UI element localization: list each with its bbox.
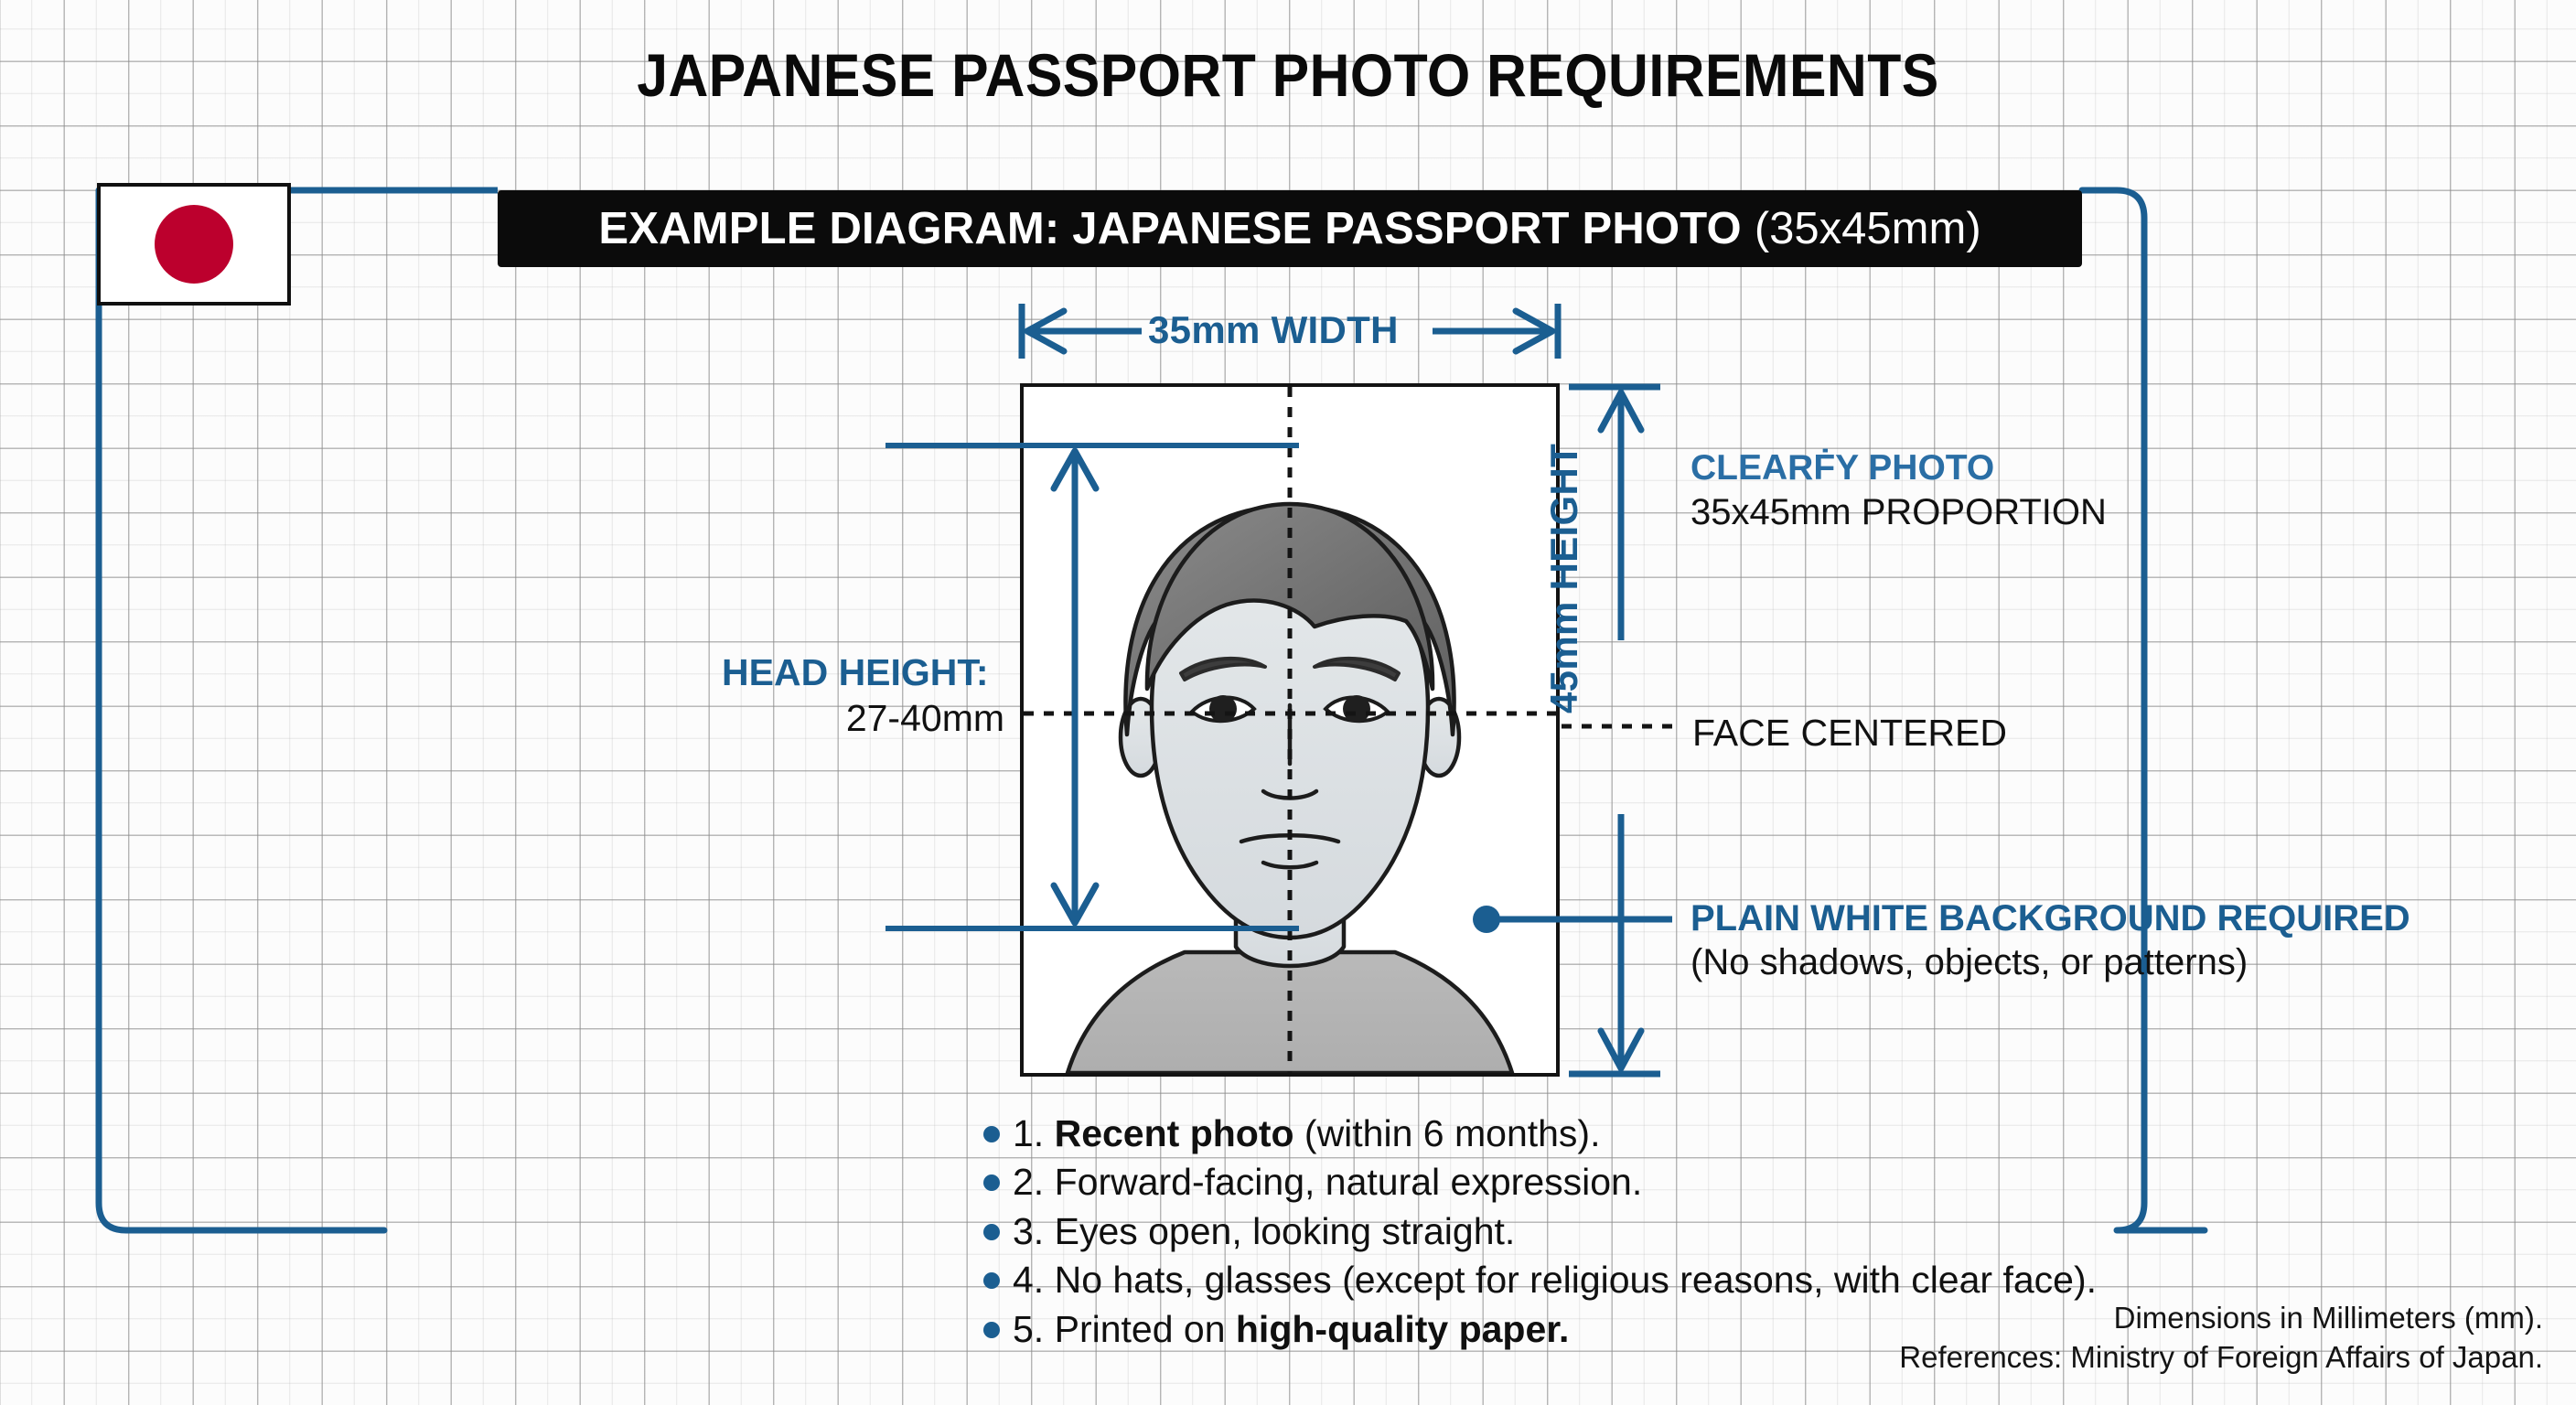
requirement-text: 5. Printed on high-quality paper. [1013,1307,1570,1350]
japan-flag-icon [97,183,291,306]
diagram-banner: EXAMPLE DIAGRAM: JAPANESE PASSPORT PHOTO… [498,190,2082,267]
requirement-text: 3. Eyes open, looking straight. [1013,1209,1516,1252]
background-note-label: (No shadows, objects, or patterns) [1690,942,2249,982]
background-required-label: PLAIN WHITE BACKGROUND REQUIRED [1690,898,2410,938]
requirements-list: 1. Recent photo (within 6 months). 2. For… [983,1111,2264,1356]
flag-red-disc [155,205,233,284]
requirement-item: 5. Printed on high-quality paper. [983,1307,2264,1351]
requirement-text: 4. No hats, glasses (except for religiou… [1013,1259,2097,1302]
bullet-dot-icon [983,1223,1000,1240]
bullet-dot-icon [983,1272,1000,1290]
banner-size: (35x45mm) [1754,204,1981,253]
bullet-dot-icon [983,1126,1000,1142]
requirement-text: 2. Forward-facing, natural expression. [1013,1161,1643,1204]
passport-photo-frame [1020,383,1560,1077]
footer-notes: Dimensions in Millimeters (mm). Referenc… [1899,1299,2543,1378]
requirement-text: 1. Recent photo (within 6 months). [1013,1112,1601,1154]
bullet-dot-icon [983,1321,1000,1338]
bullet-dot-icon [983,1174,1000,1192]
requirement-item: 2. Forward-facing, natural expression. [983,1160,2264,1204]
footer-line-dimensions: Dimensions in Millimeters (mm). [2113,1301,2543,1335]
requirement-item: 1. Recent photo (within 6 months). [983,1111,2264,1155]
face-centered-label: FACE CENTERED [1692,712,2007,754]
face-illustration [1024,387,1556,1073]
head-height-value: 27-40mm [845,697,1004,739]
footer-line-references: References: Ministry of Foreign Affairs … [1899,1339,2543,1374]
head-height-label: HEAD HEIGHT: [722,651,989,693]
width-dimension-label: 35mm WIDTH [1148,308,1399,351]
proportion-label: 35x45mm PROPORTION [1690,492,2107,532]
requirement-item: 3. Eyes open, looking straight. [983,1209,2264,1253]
height-dimension-label: 45mm HEIGHT [1542,443,1585,713]
requirement-item: 4. No hats, glasses (except for religiou… [983,1258,2264,1302]
page-title: JAPANESE PASSPORT PHOTO REQUIREMENTS [637,41,1939,109]
banner-title: EXAMPLE DIAGRAM: JAPANESE PASSPORT PHOTO [598,204,1742,253]
clearly-photo-label: CLEARḞY PHOTO [1690,448,1995,488]
